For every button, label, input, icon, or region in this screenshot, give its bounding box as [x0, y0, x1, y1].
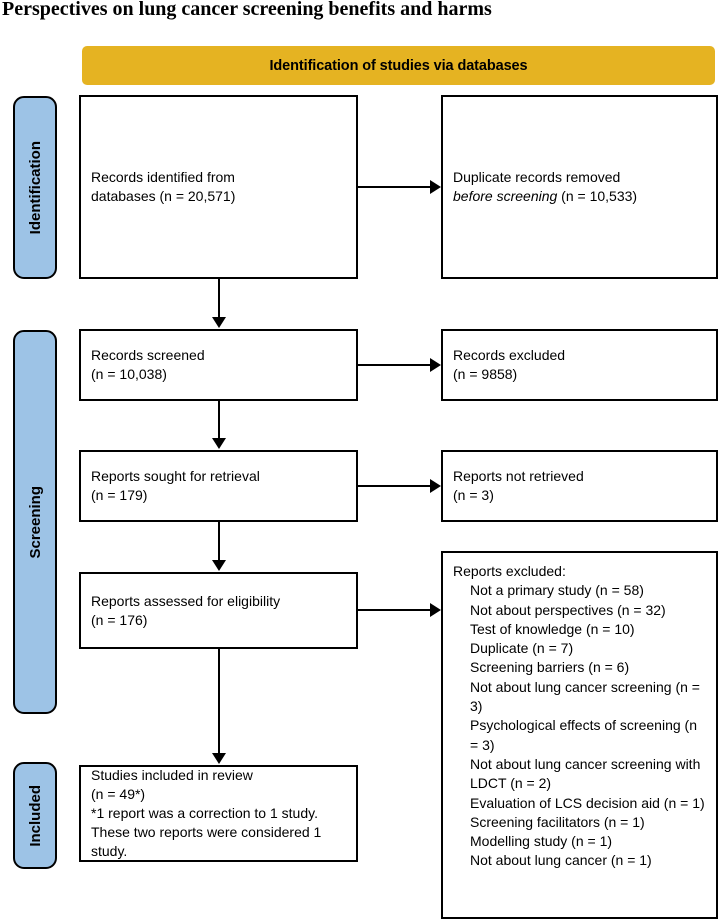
- connector-identified-to-screened: [218, 279, 220, 319]
- connector-sought-to-not-retrieved: [358, 485, 431, 487]
- list-item: Not about lung cancer (n = 1): [470, 852, 652, 869]
- stage-tab-identification: Identification: [13, 96, 57, 279]
- arrow-sought-to-not-retrieved: [430, 479, 441, 493]
- connector-screened-to-excluded: [358, 364, 431, 366]
- stage-tab-screening-label: Screening: [26, 485, 44, 559]
- box-duplicate-records-removed: Duplicate records removed before screenin…: [441, 95, 718, 279]
- list-item: Not a primary study (n = 58): [470, 582, 644, 599]
- list-item: Psychological effects of screening (n = …: [470, 717, 697, 753]
- box-records-screened-text: Records screened (n = 10,038): [91, 347, 205, 382]
- duplicates-tail: (n = 10,533): [557, 188, 638, 204]
- box-studies-included-text: Studies included in review (n = 49*) *1 …: [91, 767, 322, 859]
- box-records-excluded: Records excluded (n = 9858): [441, 329, 718, 401]
- reports-excluded-heading: Reports excluded:: [453, 563, 566, 579]
- connector-assessed-to-reports-excluded: [358, 609, 431, 611]
- duplicates-line1: Duplicate records removed: [453, 169, 621, 185]
- list-item: Screening facilitators (n = 1): [470, 813, 645, 830]
- list-item: Not about lung cancer screening with LDC…: [470, 755, 701, 792]
- list-item: Modelling study (n = 1): [470, 833, 613, 850]
- reports-excluded-content: Reports excluded: Not a primary study (n…: [453, 562, 706, 871]
- arrow-identified-to-duplicates: [430, 180, 441, 194]
- identification-banner-label: Identification of studies via databases: [269, 57, 528, 74]
- list-item: Test of knowledge (n = 10): [470, 620, 635, 637]
- connector-screened-to-sought: [218, 401, 220, 439]
- box-duplicate-records-removed-text: Duplicate records removed before screenin…: [453, 168, 637, 206]
- stage-tab-included: Included: [13, 762, 57, 869]
- box-records-identified-text: Records identified from databases (n = 2…: [91, 169, 236, 204]
- reports-excluded-list: Not a primary study (n = 58) Not about p…: [453, 581, 706, 870]
- box-reports-assessed-text: Reports assessed for eligibility (n = 17…: [91, 592, 281, 628]
- box-reports-not-retrieved-text: Reports not retrieved (n = 3): [453, 468, 584, 503]
- identification-banner: Identification of studies via databases: [82, 46, 715, 85]
- arrow-assessed-to-included: [212, 753, 226, 764]
- stage-tab-identification-label: Identification: [26, 140, 44, 235]
- arrow-screened-to-excluded: [430, 358, 441, 372]
- duplicates-italic: before screening: [453, 188, 558, 204]
- list-item: Not about perspectives (n = 32): [470, 601, 666, 618]
- box-reports-sought: Reports sought for retrieval (n = 179): [79, 450, 358, 522]
- stage-tab-screening: Screening: [13, 330, 57, 714]
- connector-sought-to-assessed: [218, 522, 220, 561]
- box-reports-sought-text: Reports sought for retrieval (n = 179): [91, 468, 260, 503]
- box-reports-excluded: Reports excluded: Not a primary study (n…: [441, 551, 718, 919]
- box-studies-included: Studies included in review (n = 49*) *1 …: [79, 765, 358, 862]
- box-reports-assessed: Reports assessed for eligibility (n = 17…: [79, 572, 358, 649]
- list-item: Duplicate (n = 7): [470, 640, 574, 657]
- box-records-screened: Records screened (n = 10,038): [79, 329, 358, 401]
- connector-assessed-to-included: [218, 649, 220, 754]
- box-records-identified: Records identified from databases (n = 2…: [79, 95, 358, 279]
- box-records-excluded-text: Records excluded (n = 9858): [453, 347, 566, 382]
- arrow-screened-to-sought: [212, 438, 226, 449]
- list-item: Evaluation of LCS decision aid (n = 1): [470, 794, 705, 811]
- connector-identified-to-duplicates: [358, 186, 431, 188]
- stage-tab-included-label: Included: [26, 784, 44, 847]
- box-reports-not-retrieved: Reports not retrieved (n = 3): [441, 450, 718, 522]
- arrow-assessed-to-reports-excluded: [430, 603, 441, 617]
- arrow-identified-to-screened: [212, 317, 226, 328]
- page-title: Perspectives on lung cancer screening be…: [2, 0, 492, 20]
- arrow-sought-to-assessed: [212, 560, 226, 571]
- list-item: Not about lung cancer screening (n = 3): [470, 678, 700, 715]
- list-item: Screening barriers (n = 6): [470, 659, 630, 676]
